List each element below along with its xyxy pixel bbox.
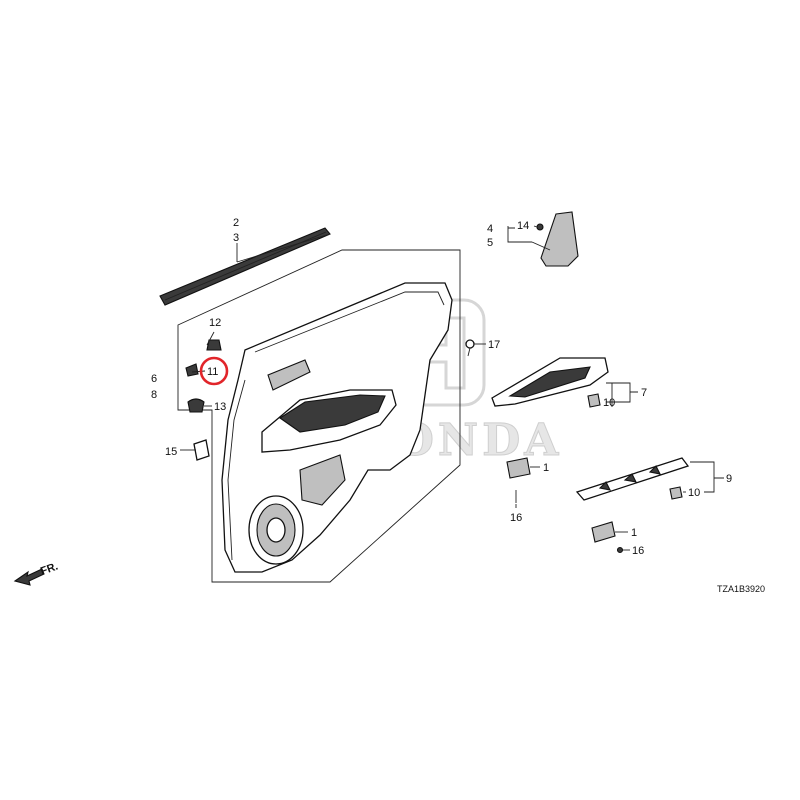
callout-1-lower: 1	[631, 527, 637, 539]
callout-11: 11	[207, 366, 218, 378]
switch-panel-part	[575, 457, 690, 501]
callout-13: 13	[214, 401, 226, 413]
callout-10-upper: 10	[603, 397, 615, 409]
callout-16-upper: 16	[510, 512, 522, 524]
door-lining-panel	[221, 282, 453, 573]
callout-14: 14	[517, 220, 529, 232]
callout-15: 15	[165, 446, 177, 458]
highlight-circle	[199, 356, 229, 386]
diagram-code: TZA1B3920	[717, 584, 765, 594]
direction-label: FR.	[39, 560, 60, 577]
callout-17: 17	[488, 339, 500, 351]
callout-labels: 2 3 12 11 13 6 8 15 17 4 5 14 7 10 9 10 …	[151, 217, 732, 557]
callout-1-upper: 1	[543, 462, 549, 474]
callout-2: 2	[233, 217, 239, 229]
callout-10-lower: 10	[688, 487, 700, 499]
power-window-switch-parts	[506, 457, 624, 554]
pillar-garnish-part	[536, 211, 579, 267]
armrest-part	[491, 357, 609, 408]
callout-7: 7	[641, 387, 647, 399]
front-direction-arrow: FR.	[13, 560, 60, 586]
callout-6: 6	[151, 373, 157, 385]
callout-12: 12	[209, 317, 221, 329]
callout-4: 4	[487, 223, 493, 235]
callout-16-lower: 16	[632, 545, 644, 557]
callout-3: 3	[233, 232, 239, 244]
weatherstrip-part	[159, 227, 331, 306]
clip-parts	[185, 339, 222, 461]
callout-5: 5	[487, 237, 493, 249]
leader-lines	[180, 225, 724, 551]
screw-part-17	[465, 339, 475, 357]
callout-8: 8	[151, 389, 157, 401]
callout-9: 9	[726, 473, 732, 485]
